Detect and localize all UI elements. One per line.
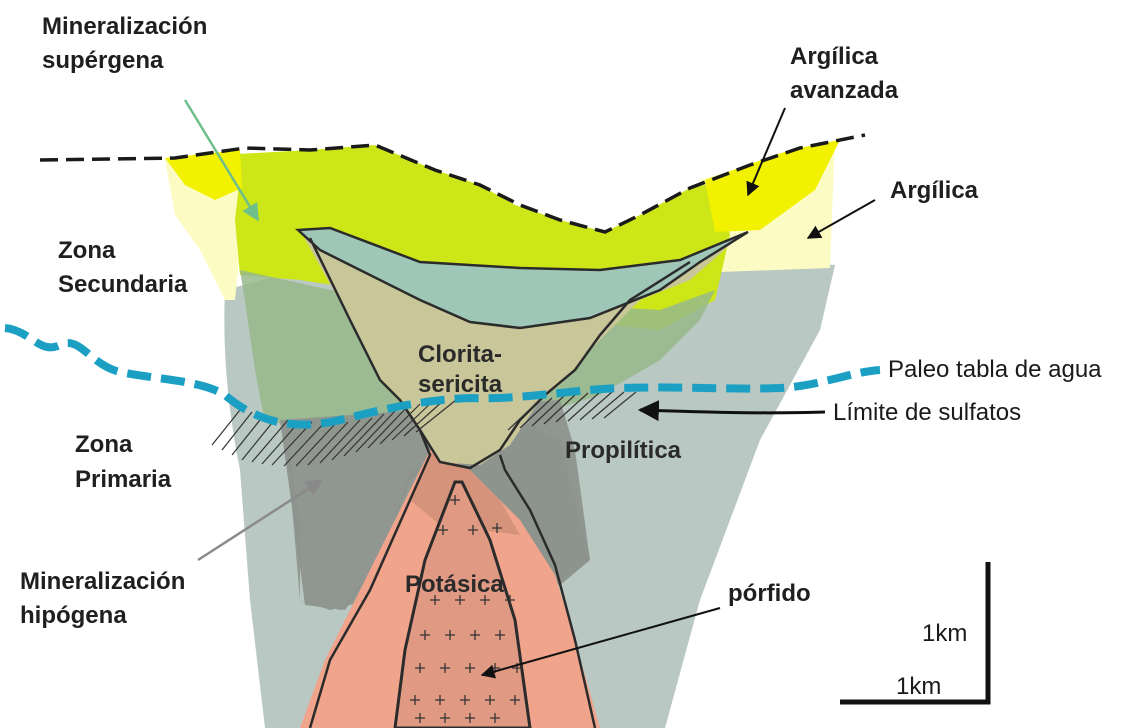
label-chlorite-line1: Clorita- <box>418 341 502 368</box>
label-propylitic: Propilítica <box>565 437 682 464</box>
label-secondary-line1: Zona <box>58 237 116 264</box>
label-scale-vertical: 1km <box>922 620 967 647</box>
label-paleo-water-table: Paleo tabla de agua <box>888 356 1102 383</box>
label-potassic: Potásica <box>405 571 504 598</box>
label-primary-line2: Primaria <box>75 466 172 493</box>
label-chlorite-line2: sericita <box>418 371 503 398</box>
label-porphyry: pórfido <box>728 580 811 607</box>
label-hypogene-line1: Mineralización <box>20 568 185 595</box>
label-sulfide-limit: Límite de sulfatos <box>833 399 1021 426</box>
label-primary-line1: Zona <box>75 431 133 458</box>
label-supergene-line1: Mineralización <box>42 13 207 40</box>
label-argillic: Argílica <box>890 177 979 204</box>
label-hypogene-line2: hipógena <box>20 602 127 629</box>
label-secondary-line2: Secundaria <box>58 271 188 298</box>
label-supergene-line2: supérgena <box>42 47 164 74</box>
label-adv-argillic-line2: avanzada <box>790 77 899 104</box>
label-adv-argillic-line1: Argílica <box>790 43 879 70</box>
label-scale-horizontal: 1km <box>896 673 941 700</box>
